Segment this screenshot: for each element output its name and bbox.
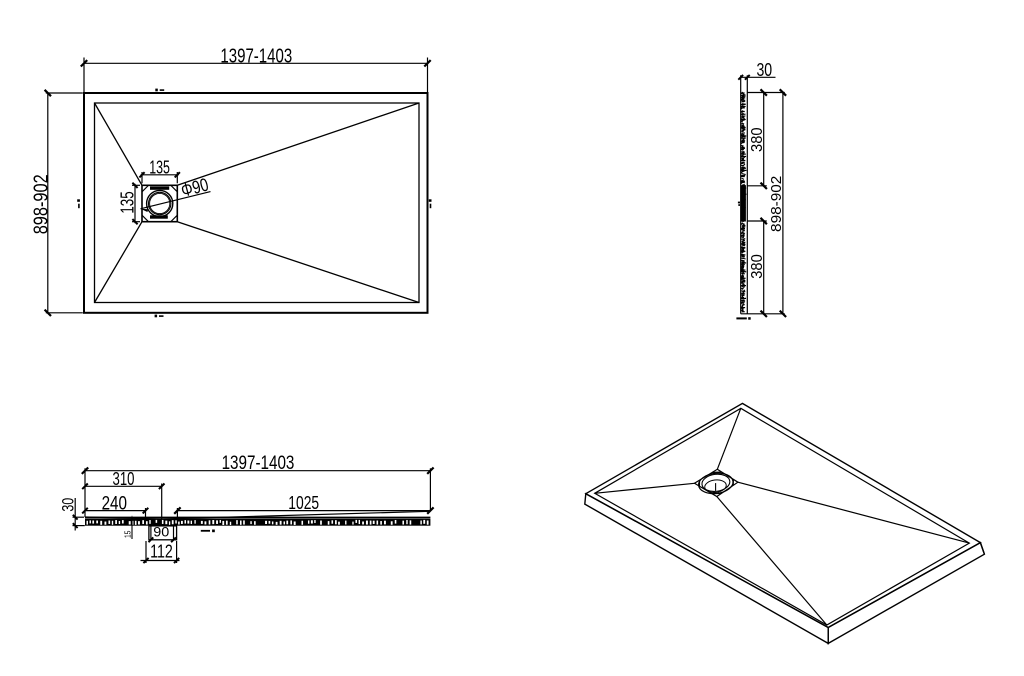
svg-text:898-902: 898-902	[768, 176, 785, 232]
svg-text:240: 240	[102, 494, 127, 515]
svg-text:310: 310	[113, 468, 135, 489]
svg-text:90: 90	[153, 523, 169, 539]
svg-text:30: 30	[58, 498, 77, 512]
svg-text:380: 380	[749, 127, 766, 152]
svg-text:1397-1403: 1397-1403	[222, 452, 295, 474]
svg-text:898-902: 898-902	[30, 174, 53, 234]
svg-text:112: 112	[150, 541, 173, 562]
svg-text:1397-1403: 1397-1403	[220, 45, 292, 67]
svg-text:1025: 1025	[288, 492, 319, 513]
svg-text:15: 15	[122, 530, 132, 538]
svg-text:380: 380	[749, 254, 766, 279]
svg-text:135: 135	[149, 157, 170, 178]
svg-text:135: 135	[116, 191, 137, 213]
svg-text:30: 30	[756, 60, 772, 80]
